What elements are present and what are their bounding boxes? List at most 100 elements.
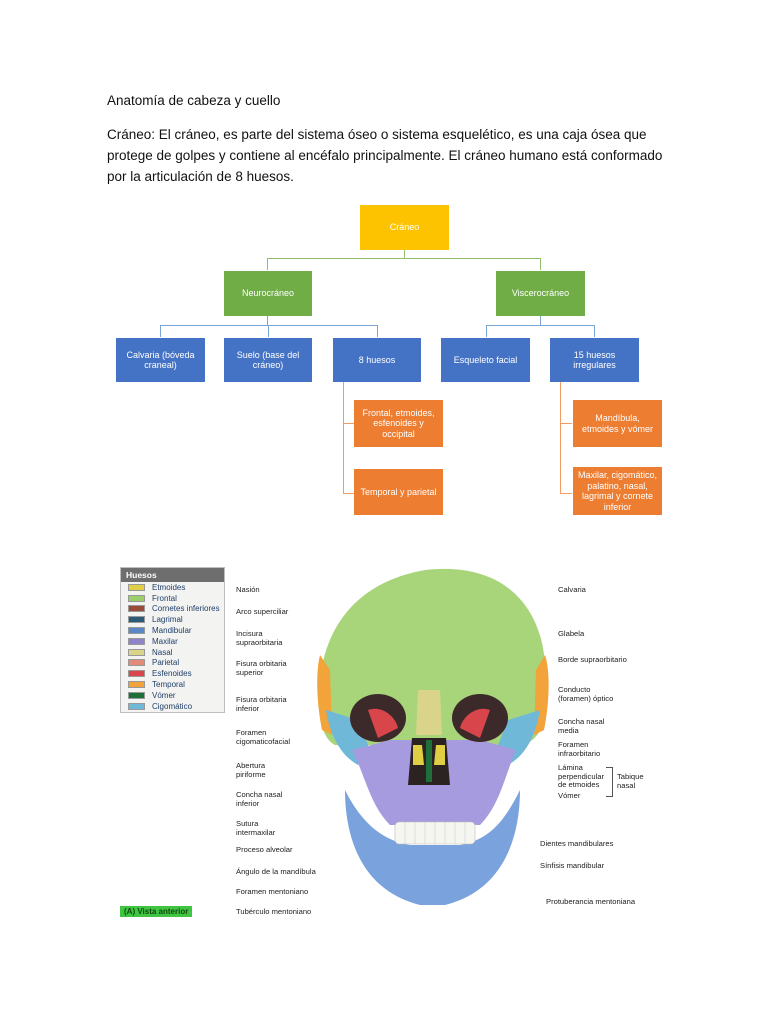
connector [540, 258, 541, 270]
label-tuberculo: Tubérculo mentoniano [236, 908, 311, 917]
tabique-brace [606, 767, 613, 797]
connector [540, 316, 541, 325]
legend-item: Temporal [121, 679, 224, 690]
node-neurocraneo: Neurocráneo [224, 271, 312, 316]
label-vomer: Vómer [558, 792, 580, 801]
legend-item: Lagrimal [121, 614, 224, 625]
label-proceso-alveolar: Proceso alveolar [236, 846, 293, 855]
label-conducto: Conducto (foramen) óptico [558, 686, 613, 703]
connector [343, 382, 344, 493]
legend-item: Nasal [121, 647, 224, 658]
label-foramen-mentoniano: Foramen mentoniano [236, 888, 308, 897]
legend-swatch [128, 638, 145, 645]
node-8-huesos: 8 huesos [333, 338, 421, 382]
label-concha-media: Concha nasal media [558, 718, 604, 735]
label-abertura: Abertura piriforme [236, 762, 266, 779]
legend-label: Cornetes inferiores [152, 604, 220, 613]
connector [560, 382, 561, 493]
connector [343, 493, 354, 494]
connector [268, 325, 269, 337]
legend-item: Parietal [121, 658, 224, 669]
legend-label: Maxilar [152, 637, 178, 646]
legend-item: Vómer [121, 690, 224, 701]
legend-item: Frontal [121, 593, 224, 604]
legend-swatch [128, 605, 145, 612]
legend-label: Etmoides [152, 583, 185, 592]
legend-label: Nasal [152, 648, 172, 657]
label-sutura: Sutura intermaxilar [236, 820, 275, 837]
connector [594, 325, 595, 337]
legend-item: Etmoides [121, 582, 224, 593]
legend-swatch [128, 670, 145, 677]
legend-swatch [128, 649, 145, 656]
connector [267, 258, 268, 270]
label-incisura: Incisura supraorbitaria [236, 630, 282, 647]
connector [486, 325, 487, 337]
label-fisura-inferior: Fisura orbitaria inferior [236, 696, 287, 713]
document-title: Anatomía de cabeza y cuello [107, 93, 280, 108]
label-angulo: Ángulo de la mandíbula [236, 868, 316, 877]
legend-swatch [128, 692, 145, 699]
label-foramen-infra: Foramen infraorbitario [558, 741, 600, 758]
legend-swatch [128, 584, 145, 591]
connector [377, 325, 378, 337]
connector [404, 250, 405, 258]
connector [160, 325, 161, 337]
legend-label: Mandibular [152, 626, 192, 635]
node-15-huesos: 15 huesos irregulares [550, 338, 639, 382]
node-viscerocraneo: Viscerocráneo [496, 271, 585, 316]
label-glabela: Glabela [558, 630, 584, 639]
node-craneo: Cráneo [360, 205, 449, 250]
legend-label: Vómer [152, 691, 176, 700]
legend-swatch [128, 616, 145, 623]
intro-paragraph: Cráneo: El cráneo, es parte del sistema … [107, 124, 667, 187]
legend-swatch [128, 659, 145, 666]
node-mandibula-group: Mandíbula, etmoides y vómer [573, 400, 662, 447]
label-calvaria: Calvaria [558, 586, 586, 595]
label-protuberancia: Protuberancia mentoniana [546, 898, 635, 907]
legend-swatch [128, 595, 145, 602]
legend-label: Esfenoides [152, 669, 192, 678]
label-foramen-cigomaticofacial: Foramen cigomaticofacial [236, 729, 290, 746]
legend-swatch [128, 681, 145, 688]
label-lamina: Lámina perpendicular de etmoides [558, 764, 604, 790]
legend-label: Frontal [152, 594, 177, 603]
connector [486, 325, 594, 326]
legend-label: Temporal [152, 680, 185, 689]
node-temporal-group: Temporal y parietal [354, 469, 443, 515]
connector [267, 316, 268, 325]
node-esqueleto-facial: Esqueleto facial [441, 338, 530, 382]
legend-swatch [128, 627, 145, 634]
label-borde: Borde supraorbitario [558, 656, 627, 665]
legend-label: Parietal [152, 658, 179, 667]
connector [560, 423, 572, 424]
legend-label: Lagrimal [152, 615, 183, 624]
label-sinfisis: Sínfisis mandibular [540, 862, 604, 871]
figure-caption: (A) Vista anterior [120, 906, 192, 917]
label-arco-superciliar: Arco superciliar [236, 608, 288, 617]
legend-item: Cornetes inferiores [121, 604, 224, 615]
node-suelo: Suelo (base del cráneo) [224, 338, 312, 382]
connector [267, 258, 541, 259]
legend-label: Cigomático [152, 702, 192, 711]
node-frontal-group: Frontal, etmoides, esfenoides y occipita… [354, 400, 443, 447]
label-dientes: Dientes mandibulares [540, 840, 613, 849]
skull-concept-map: Cráneo Neurocráneo Viscerocráneo Calvari… [108, 198, 668, 523]
label-concha-inferior: Concha nasal inferior [236, 791, 282, 808]
legend-item: Maxilar [121, 636, 224, 647]
legend-title: Huesos [121, 568, 224, 582]
label-fisura-superior: Fisura orbitaria superior [236, 660, 287, 677]
node-calvaria: Calvaria (bóveda craneal) [116, 338, 205, 382]
legend-item: Esfenoides [121, 668, 224, 679]
label-nasion: Nasión [236, 586, 260, 595]
legend-item: Cigomático [121, 701, 224, 712]
node-maxilar-group: Maxilar, cigomático, palatino, nasal, la… [573, 467, 662, 515]
legend-item: Mandibular [121, 625, 224, 636]
legend-swatch [128, 703, 145, 710]
label-tabique: Tabique nasal [617, 773, 644, 790]
connector [343, 423, 354, 424]
connector [560, 493, 572, 494]
